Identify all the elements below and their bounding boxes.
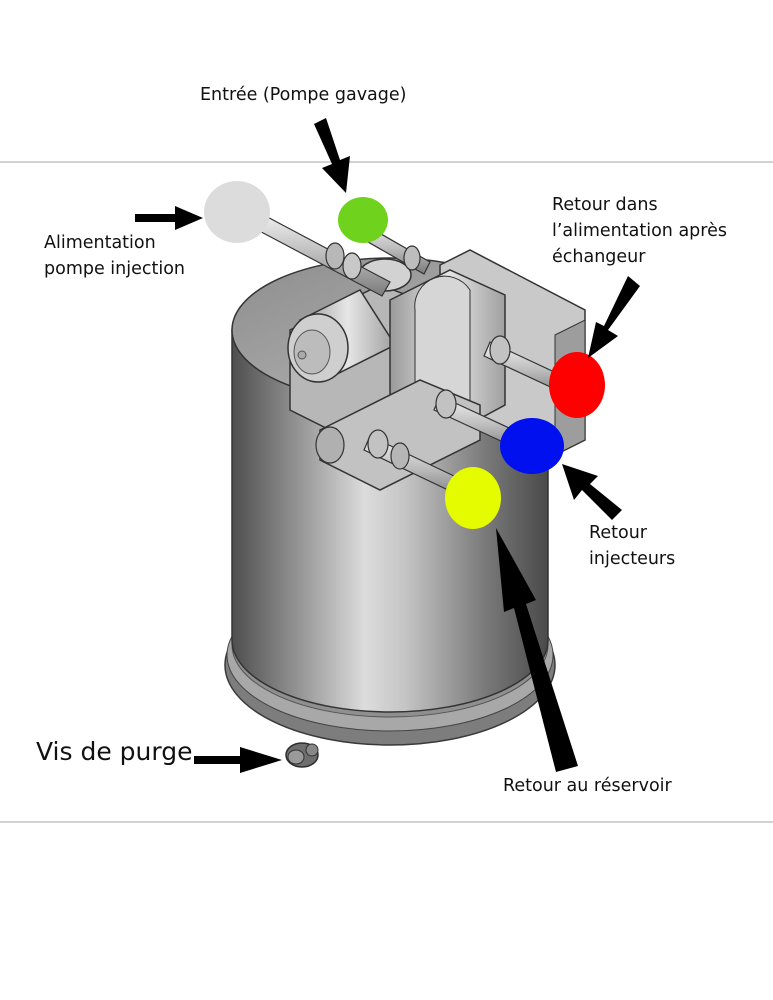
- arrows: [135, 118, 640, 773]
- marker-tank-return: [445, 467, 501, 529]
- marker-injector-return: [500, 418, 564, 474]
- arrow-injection-pump-feed: [135, 206, 203, 230]
- label-bleed-screw: Vis de purge: [36, 737, 193, 766]
- top-divider: [0, 161, 773, 163]
- label-injection-pump-feed: Alimentation pompe injection: [44, 233, 186, 279]
- marker-injection-pump-feed: [204, 181, 270, 243]
- bleed-screw: [285, 742, 319, 768]
- label-inlet: Entrée (Pompe gavage): [200, 85, 407, 105]
- arrow-injector-return: [562, 464, 622, 520]
- arrow-tank-return: [496, 528, 578, 772]
- label-exchanger-return: Retour dans l’alimentation après échange…: [552, 195, 727, 267]
- arrow-exchanger-return: [588, 276, 640, 358]
- arrow-bleed-screw: [194, 747, 282, 773]
- arrow-inlet: [314, 118, 350, 193]
- label-injector-return: Retour injecteurs: [589, 523, 676, 569]
- marker-inlet: [338, 197, 388, 243]
- label-tank-return: Retour au réservoir: [503, 776, 672, 796]
- bottom-divider: [0, 821, 773, 823]
- marker-exchanger-return: [549, 352, 605, 418]
